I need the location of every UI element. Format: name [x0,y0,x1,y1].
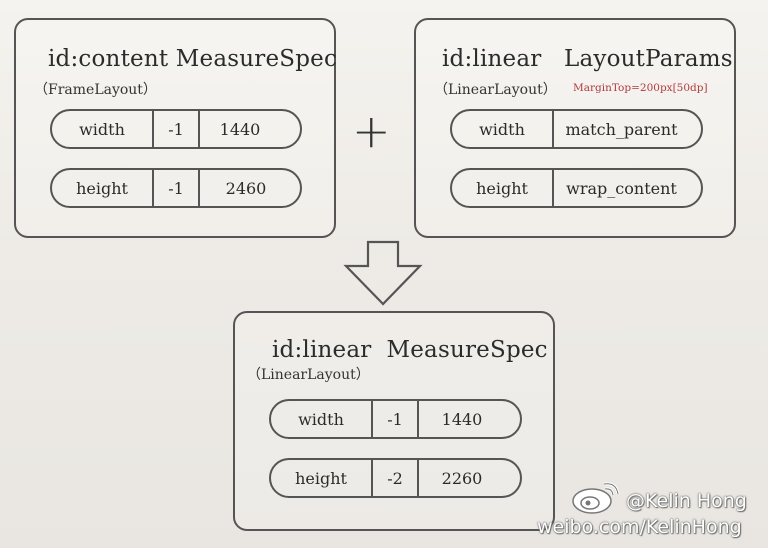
row-value: match_parent [565,119,678,139]
layoutparams-card-title: id:linear LayoutParams [442,46,733,72]
layoutparams-card-subtitle: （LinearLayout） [434,82,557,98]
content-measurespec-card: id:content MeasureSpec （FrameLayout） wid… [14,18,338,238]
content-height-row: height -1 2460 [50,168,302,208]
down-arrow-icon [343,240,423,306]
watermark-url: weibo.com/KelinHong [537,516,742,538]
row-mode: -2 [387,468,403,488]
row-divider [152,169,155,207]
linear-layoutparams-card: id:linear LayoutParams （LinearLayout） Ma… [414,18,736,238]
linear-spec-card-subtitle: （LinearLayout） [247,367,370,383]
weibo-logo-icon [572,482,620,514]
row-divider [417,459,420,497]
row-divider [417,400,420,438]
row-divider [552,110,555,148]
row-name: width [79,119,125,139]
row-mode: -1 [168,119,184,139]
content-width-row: width -1 1440 [50,109,302,149]
content-card-title: id:content MeasureSpec [48,46,338,72]
row-size: 1440 [441,409,483,429]
row-name: height [295,468,347,488]
row-name: width [479,119,525,139]
row-size: 1440 [219,119,261,139]
row-name: width [298,409,344,429]
row-divider [552,169,555,207]
row-value: wrap_content [566,178,677,198]
row-size: 2460 [225,178,267,198]
margin-top-note: MarginTop=200px[50dp] [573,82,708,94]
plus-operator: + [352,104,391,158]
layoutparams-width-row: width match_parent [450,109,703,149]
content-card-subtitle: （FrameLayout） [34,82,157,98]
row-divider [152,110,155,148]
linear-spec-height-row: height -2 2260 [269,458,522,498]
row-size: 2260 [441,468,483,488]
row-divider [371,400,374,438]
row-mode: -1 [387,409,403,429]
row-divider [198,110,201,148]
row-mode: -1 [168,178,184,198]
linear-spec-card-title: id:linear MeasureSpec [272,337,548,363]
row-name: height [476,178,528,198]
layoutparams-height-row: height wrap_content [450,168,703,208]
row-divider [198,169,201,207]
row-name: height [76,178,128,198]
linear-measurespec-card: id:linear MeasureSpec （LinearLayout） wid… [233,311,555,531]
watermark-username: @Kelin Hong [626,490,747,512]
linear-spec-width-row: width -1 1440 [269,399,522,439]
row-divider [371,459,374,497]
